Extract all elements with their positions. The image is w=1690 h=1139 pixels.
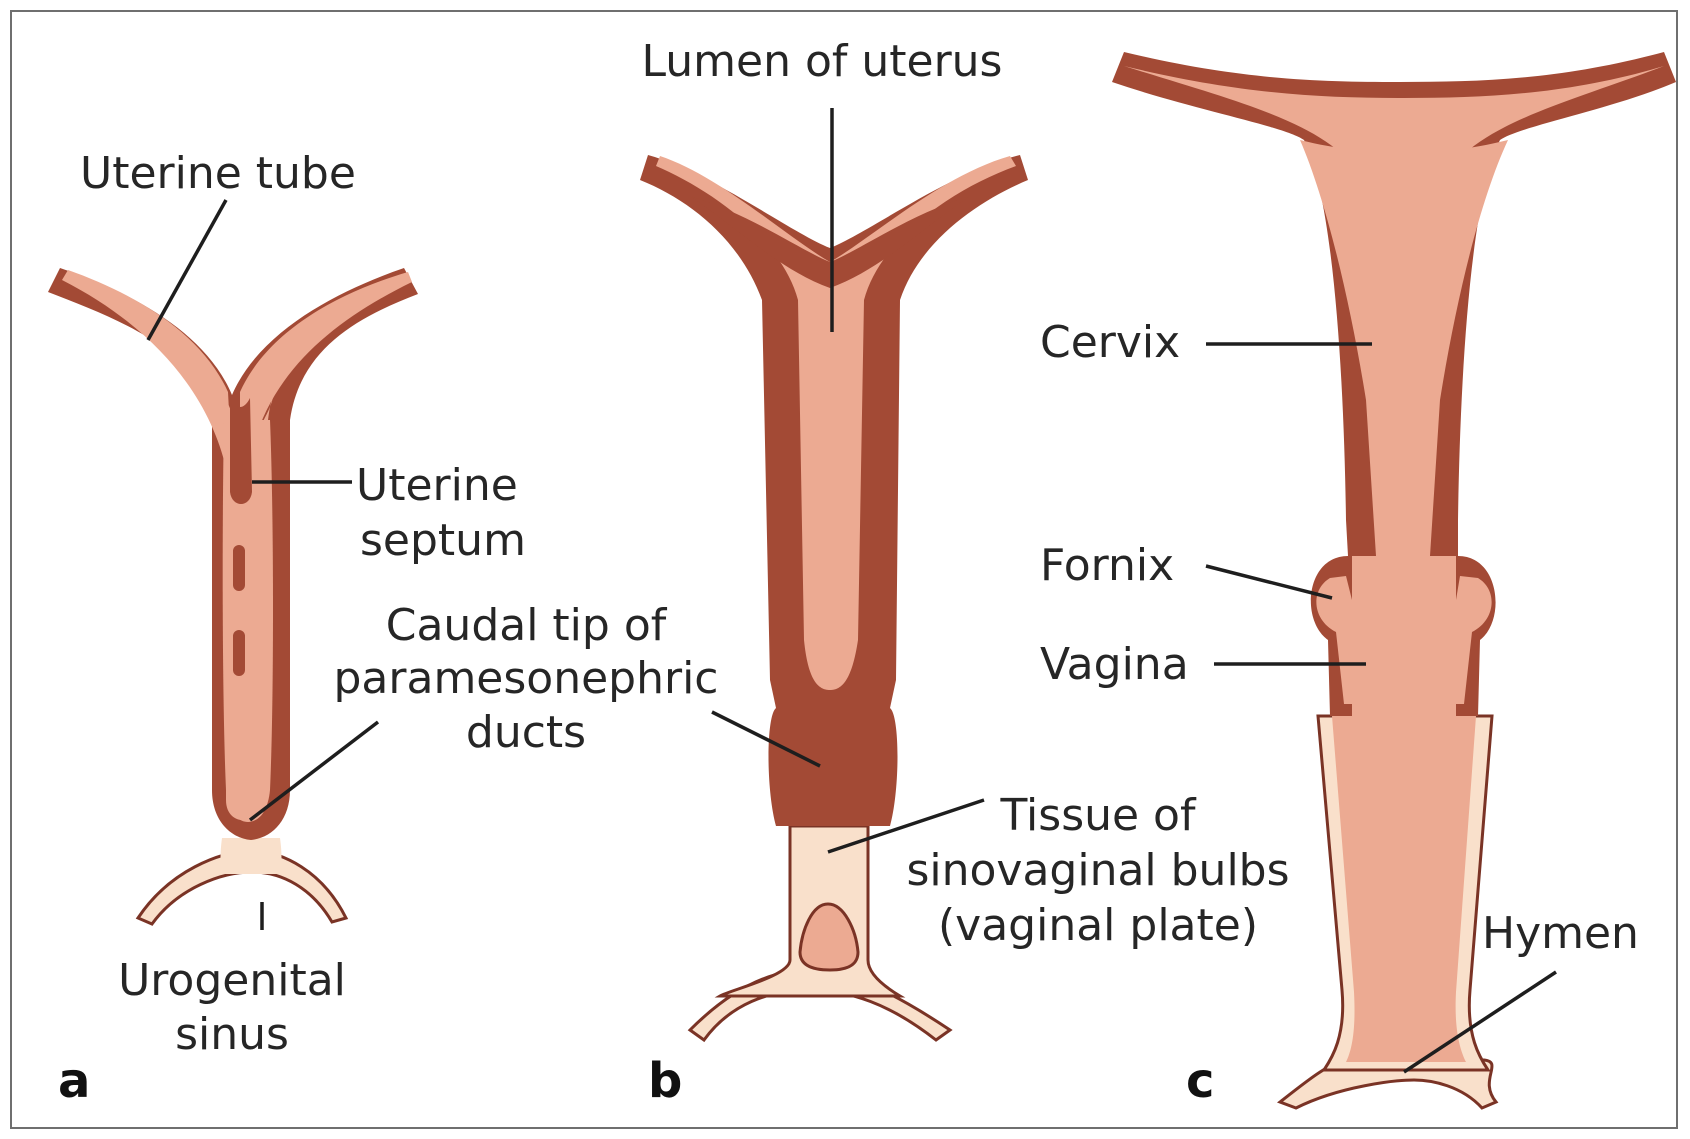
label-sinovaginal-2: sinovaginal bulbs [906, 845, 1289, 896]
panel-b-letter: b [648, 1053, 682, 1109]
panel-a-letter: a [58, 1053, 90, 1109]
label-uterine-septum-1: Uterine [356, 460, 518, 511]
label-caudal-tip-3: ducts [466, 707, 586, 758]
label-urogenital-1: Urogenital [118, 955, 346, 1006]
label-lumen-of-uterus: Lumen of uterus [642, 36, 1003, 87]
panel-b-lumen [656, 156, 1016, 690]
panel-c-vagina-upper-lumen [1352, 556, 1456, 716]
panel-a-septum-dash-1 [233, 545, 245, 591]
label-sinovaginal-1: Tissue of [1000, 790, 1197, 841]
label-urogenital-2: sinus [175, 1009, 289, 1060]
panel-a-septum-top [230, 398, 252, 504]
panel-c-cavity [1300, 140, 1508, 556]
label-hymen: Hymen [1482, 908, 1639, 959]
label-cervix: Cervix [1040, 317, 1180, 368]
panel-b-sinovaginal-bulbs [720, 826, 900, 996]
panel-c-leader-fornix [1206, 566, 1332, 598]
panel-a-leader-uterine-tube [148, 200, 226, 340]
label-caudal-tip-2: paramesonephric [334, 653, 719, 704]
label-vagina: Vagina [1040, 639, 1189, 690]
label-uterine-tube: Uterine tube [80, 148, 356, 199]
panel-a-sinus-bulb [221, 838, 282, 874]
label-sinovaginal-3: (vaginal plate) [938, 900, 1258, 951]
label-fornix: Fornix [1040, 540, 1174, 591]
panel-b: Lumen of uterus Tissue of sinovaginal bu… [640, 36, 1290, 1109]
label-caudal-tip-1: Caudal tip of [386, 600, 668, 651]
label-uterine-septum-2: septum [360, 515, 526, 566]
panel-c-letter: c [1186, 1053, 1214, 1109]
panel-a: Uterine tube Uterine septum Caudal tip o… [48, 148, 719, 1109]
panel-a-septum-dash-2 [233, 630, 245, 676]
